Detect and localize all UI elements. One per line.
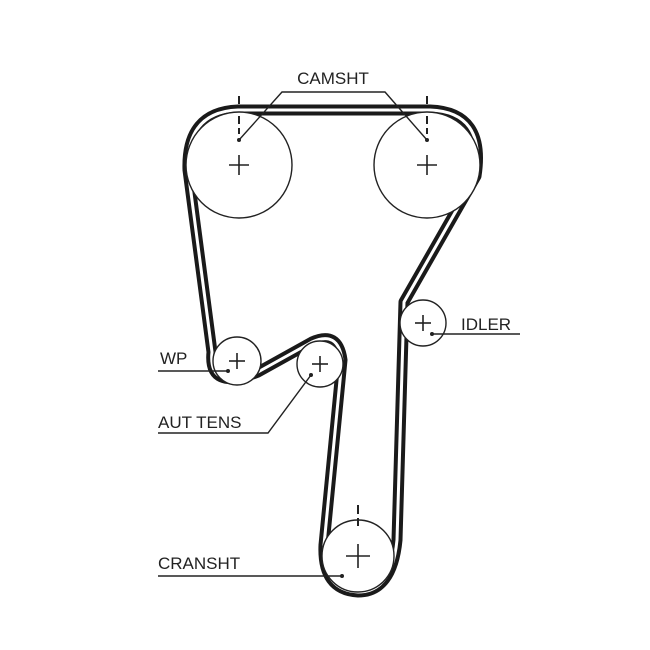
leader-lines (158, 91, 520, 578)
tensioner-leader-dot (309, 373, 313, 377)
water-pump-pulley (212, 336, 262, 386)
tensioner-label: AUT TENS (158, 413, 241, 432)
tensioner-pulley (296, 340, 344, 388)
camshaft-leader (238, 91, 428, 141)
tensioner-leader (158, 374, 312, 434)
water-pump-label: WP (160, 349, 187, 368)
water-pump-leader-dot (226, 369, 230, 373)
crankshaft-leader-dot (340, 574, 344, 578)
idler-label: IDLER (461, 315, 511, 334)
camshaft-leader-dot-left (237, 138, 241, 142)
idler-pulley (399, 299, 447, 347)
camshaft-leader-dot-right (425, 138, 429, 142)
camshaft-pulley-left (185, 96, 293, 219)
idler-leader-dot (430, 332, 434, 336)
crankshaft-label: CRANSHT (158, 554, 240, 573)
camshaft-label: CAMSHT (297, 69, 369, 88)
camshaft-pulley-right (373, 96, 481, 219)
crankshaft-pulley (321, 505, 395, 593)
